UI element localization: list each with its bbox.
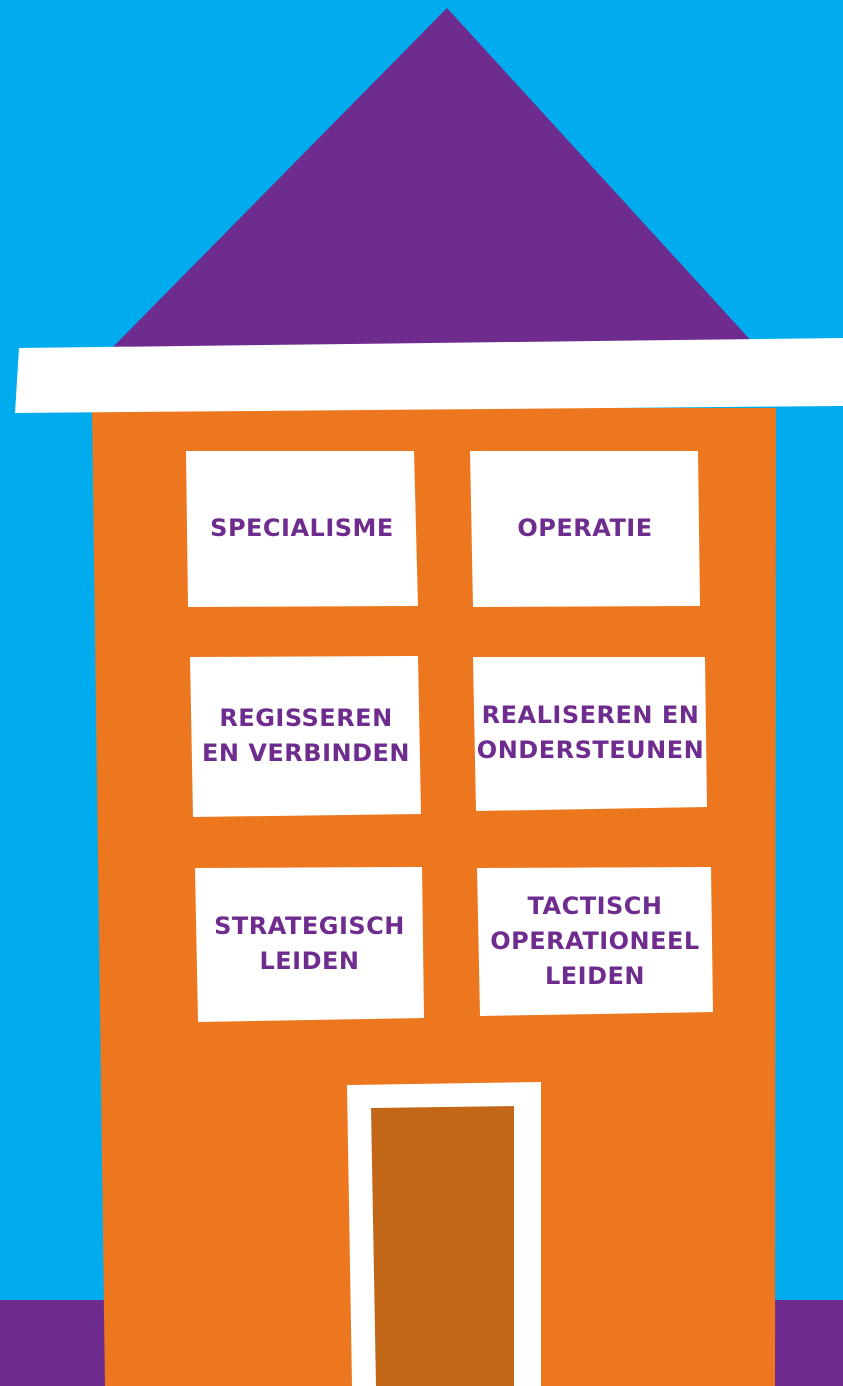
window-regisseren-en-verbinden bbox=[190, 656, 421, 817]
window-operatie bbox=[470, 451, 700, 607]
window-strategisch-leiden bbox=[195, 867, 424, 1022]
roof bbox=[110, 8, 755, 350]
window-tactisch-operationeel-leiden bbox=[477, 867, 713, 1016]
window-realiseren-en-ondersteunen bbox=[473, 657, 707, 811]
door bbox=[371, 1106, 514, 1386]
house-wall bbox=[92, 408, 776, 1386]
roof-eave bbox=[15, 338, 843, 413]
window-specialisme bbox=[186, 451, 418, 607]
